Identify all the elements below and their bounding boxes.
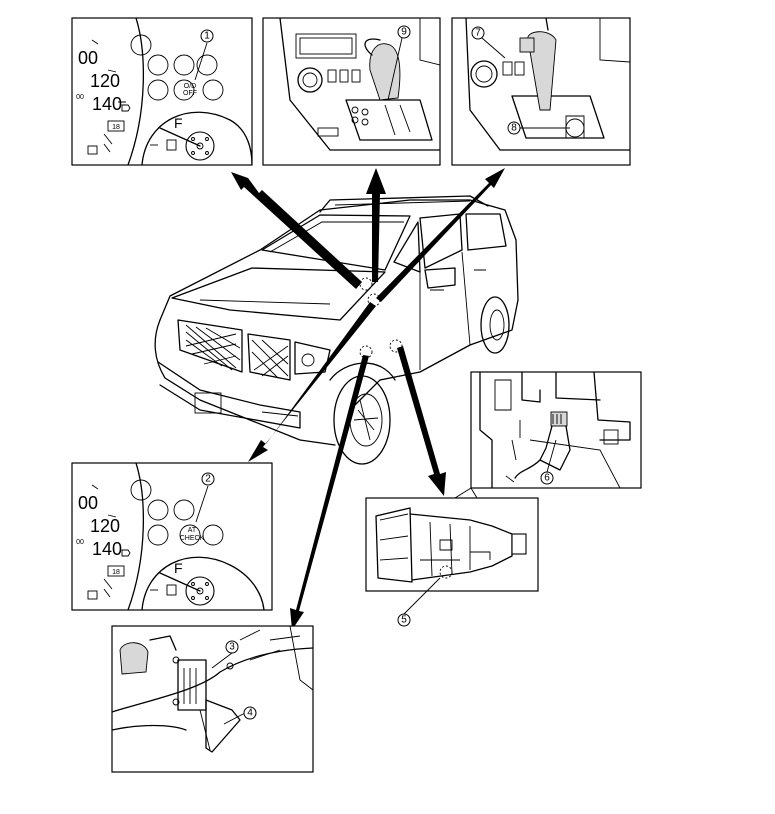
speed-label-140: 140 [92, 94, 122, 114]
indicator-off-text: OFF [183, 90, 197, 97]
callout-4: 4 [223, 706, 257, 725]
speed-label-120-b: 120 [90, 516, 120, 536]
panel-sensor-detail: 6 [454, 371, 642, 499]
fuel-f-label-b: F [174, 560, 183, 576]
svg-text:3: 3 [229, 642, 235, 653]
speed-prefix: 00 [76, 94, 84, 101]
vehicle-illustration [154, 195, 519, 465]
indicator-at-text: AT [188, 527, 197, 534]
speed-label-120: 120 [90, 71, 120, 91]
svg-text:7: 7 [475, 28, 481, 39]
callout-5: 5 [397, 577, 441, 627]
panel-cluster-od-off: 00 120 00 140 O/D OFF F 1 [71, 17, 253, 166]
svg-text:8: 8 [511, 123, 517, 134]
svg-text:4: 4 [247, 708, 253, 719]
callout-2: 2 [195, 472, 215, 523]
svg-text:2: 2 [205, 474, 211, 485]
callout-9: 9 [387, 25, 411, 101]
speed-prefix-b: 00 [76, 539, 84, 546]
speed-label-140-b: 140 [92, 539, 122, 559]
callout-8: 8 [507, 121, 570, 135]
speed-label-100: 00 [78, 48, 98, 68]
panel-shifter-transfer: 7 8 [451, 17, 631, 166]
indicator-od-text: O/D [184, 83, 196, 90]
svg-text:5: 5 [401, 615, 407, 626]
svg-text:9: 9 [401, 27, 407, 38]
panel-pedal-assembly: 3 4 [111, 625, 314, 773]
callout-7: 7 [471, 26, 506, 59]
speed-label-100-b: 00 [78, 493, 98, 513]
panel-shifter-console: 9 [262, 17, 441, 166]
indicator-check-text: CHECK [180, 535, 205, 542]
callout-3: 3 [211, 640, 239, 669]
odo-digit: 18 [112, 124, 120, 131]
pointer-arrows [231, 168, 505, 630]
callout-6: 6 [540, 439, 557, 485]
callout-1: 1 [194, 29, 214, 81]
svg-text:6: 6 [544, 473, 550, 484]
panel-cluster-at-check: 00 120 00 140 AT CHECK F 18 [71, 462, 273, 611]
odo-digit-b: 18 [112, 569, 120, 576]
svg-text:1: 1 [204, 31, 210, 42]
panel-transmission: 5 [365, 497, 539, 627]
fuel-f-label: F [174, 115, 183, 131]
